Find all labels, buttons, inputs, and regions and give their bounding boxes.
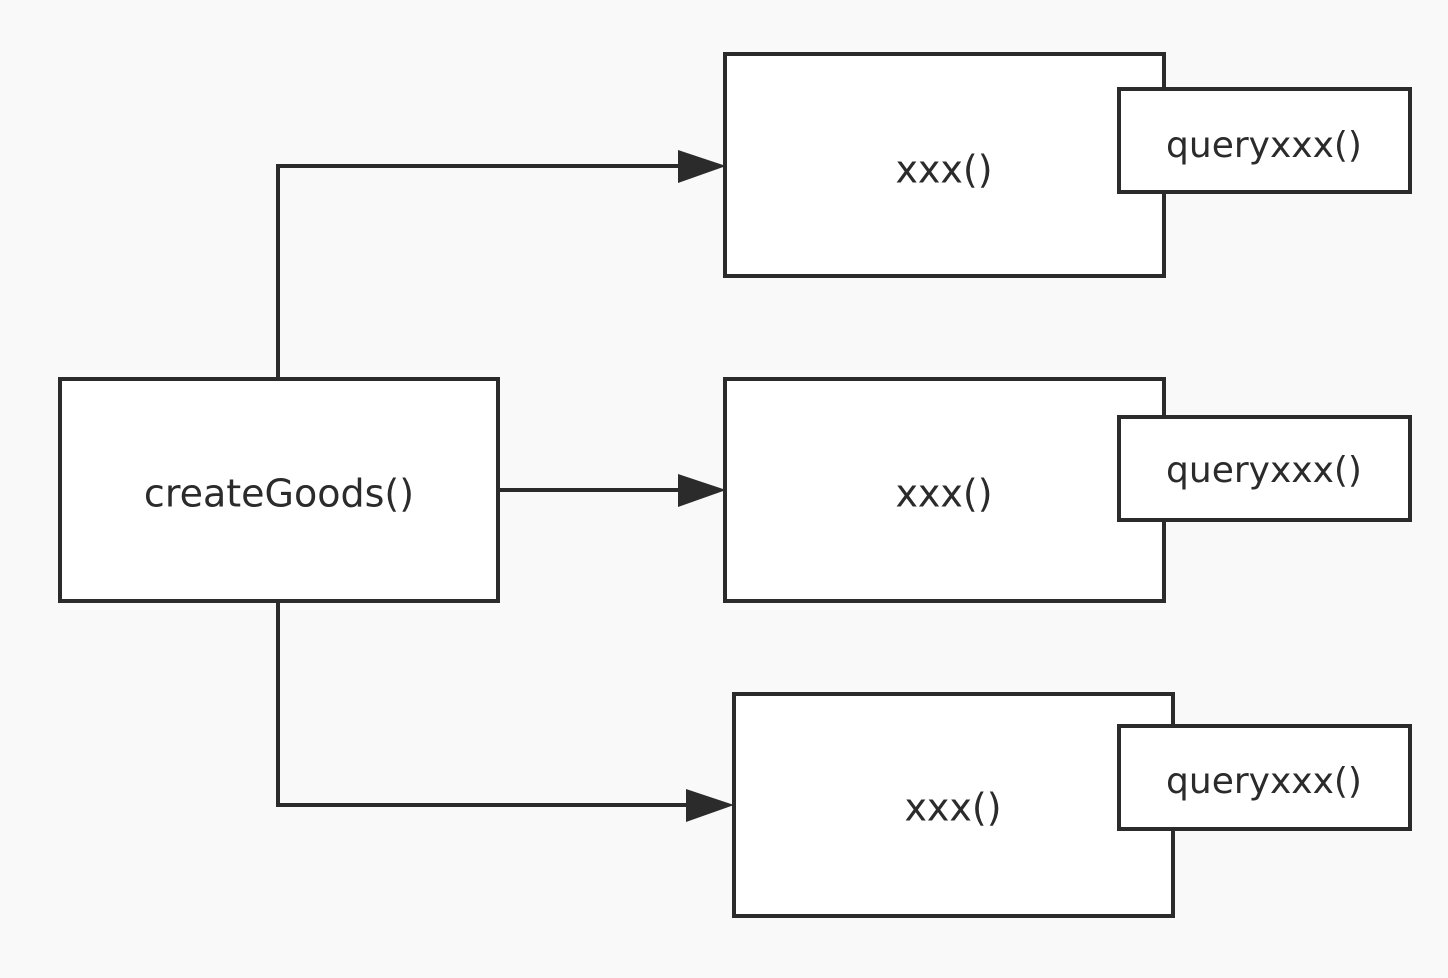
source-node: createGoods() bbox=[58, 377, 500, 603]
query-box-1-label: queryxxx() bbox=[1166, 125, 1362, 166]
target-node-1: xxx() queryxxx() bbox=[723, 52, 1412, 278]
target-node-2: xxx() queryxxx() bbox=[723, 377, 1412, 603]
target-node-2-label: xxx() bbox=[895, 472, 992, 516]
query-box-3-label: queryxxx() bbox=[1166, 761, 1362, 802]
arrowhead-icon bbox=[686, 789, 734, 822]
query-box-2-label: queryxxx() bbox=[1166, 450, 1362, 491]
edge-to-target-1 bbox=[276, 150, 726, 380]
arrowhead-icon bbox=[678, 474, 726, 507]
query-box-3 bbox=[1117, 724, 1412, 831]
target-node-1-label: xxx() bbox=[895, 148, 992, 192]
arrowhead-icon bbox=[678, 150, 726, 183]
edge-to-target-3 bbox=[276, 601, 734, 822]
edge-to-target-2 bbox=[498, 474, 726, 507]
source-node-label: createGoods() bbox=[144, 472, 414, 516]
target-node-3: xxx() queryxxx() bbox=[732, 692, 1412, 918]
target-node-3-label: xxx() bbox=[904, 786, 1001, 830]
query-box-2 bbox=[1117, 415, 1412, 522]
query-box-1 bbox=[1117, 87, 1412, 194]
